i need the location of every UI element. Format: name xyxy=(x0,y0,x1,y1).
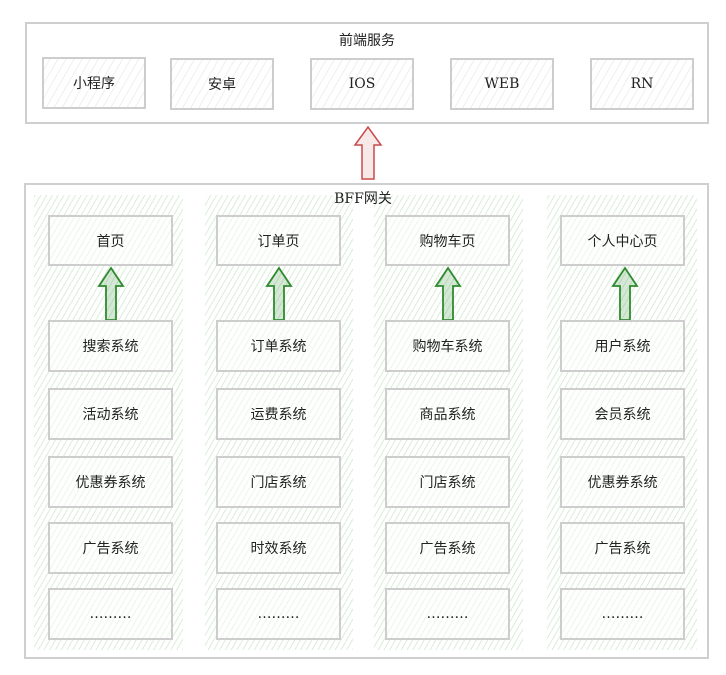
client-web: WEB xyxy=(450,58,554,110)
service-box: 会员系统 xyxy=(560,388,685,440)
service-box: 运费系统 xyxy=(216,388,341,440)
service-box: 商品系统 xyxy=(385,388,510,440)
service-box: 订单系统 xyxy=(216,320,341,372)
green-up-arrow-icon xyxy=(610,266,639,321)
service-box: ……… xyxy=(385,588,510,640)
client-ios: IOS xyxy=(310,58,414,110)
service-box: 优惠券系统 xyxy=(48,456,173,508)
service-box: 广告系统 xyxy=(560,522,685,574)
page-box-home: 首页 xyxy=(48,215,173,266)
service-box: 门店系统 xyxy=(385,456,510,508)
frontend-title: 前端服务 xyxy=(339,33,395,49)
service-box: ……… xyxy=(216,588,341,640)
service-box: 广告系统 xyxy=(385,522,510,574)
service-box: 优惠券系统 xyxy=(560,456,685,508)
service-box: 搜索系统 xyxy=(48,320,173,372)
bff-gateway-frame xyxy=(24,183,709,659)
up-arrow-icon xyxy=(353,125,383,180)
service-box: 活动系统 xyxy=(48,388,173,440)
green-up-arrow-icon xyxy=(96,266,125,321)
page-box-cart: 购物车页 xyxy=(385,215,510,266)
page-box-order: 订单页 xyxy=(216,215,341,266)
client-miniprogram: 小程序 xyxy=(42,57,146,109)
client-rn: RN xyxy=(590,58,694,110)
service-box: 用户系统 xyxy=(560,320,685,372)
page-box-profile: 个人中心页 xyxy=(560,215,685,266)
service-box: 购物车系统 xyxy=(385,320,510,372)
green-up-arrow-icon xyxy=(264,266,293,321)
service-box: ……… xyxy=(48,588,173,640)
client-android: 安卓 xyxy=(170,58,274,110)
service-box: 广告系统 xyxy=(48,522,173,574)
service-box: 时效系统 xyxy=(216,522,341,574)
bff-title: BFF网关 xyxy=(334,191,392,207)
service-box: ……… xyxy=(560,588,685,640)
column-order xyxy=(205,195,353,650)
green-up-arrow-icon xyxy=(433,266,462,321)
service-box: 门店系统 xyxy=(216,456,341,508)
